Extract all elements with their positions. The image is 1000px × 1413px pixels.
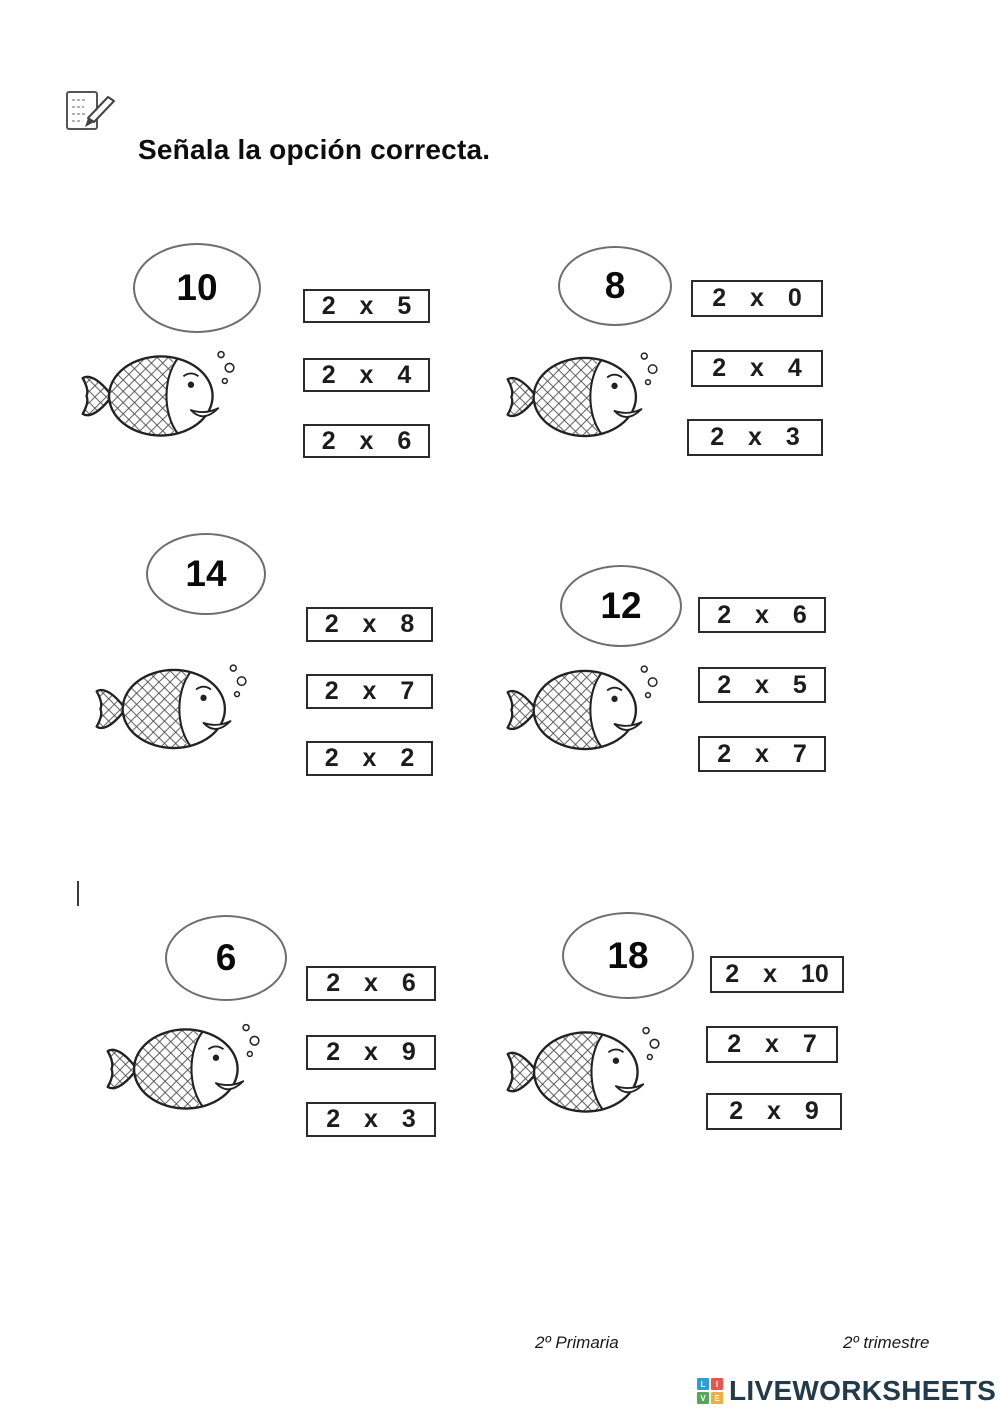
logo-cell: L xyxy=(697,1378,709,1390)
target-number: 10 xyxy=(176,267,218,308)
answer-option[interactable]: 2 x 6 xyxy=(698,597,826,633)
target-number: 6 xyxy=(215,937,237,978)
footer-grade: 2º Primaria xyxy=(535,1333,619,1352)
target-number-bubble: 14 xyxy=(146,533,266,615)
answer-option[interactable]: 2 x 4 xyxy=(303,358,430,392)
answer-option[interactable]: 2 x 6 xyxy=(306,966,436,1001)
fish-icon xyxy=(103,1006,263,1132)
logo-cell: I xyxy=(711,1378,723,1390)
answer-option[interactable]: 2 x 0 xyxy=(691,280,823,317)
text-cursor xyxy=(77,881,79,906)
answer-option[interactable]: 2 x 9 xyxy=(706,1093,842,1130)
logo-cell: V xyxy=(697,1392,709,1404)
page-title: Señala la opción correcta. xyxy=(138,134,491,165)
answer-option[interactable]: 2 x 8 xyxy=(306,607,433,642)
fish-icon xyxy=(503,646,661,774)
fish-icon xyxy=(503,332,661,462)
write-icon xyxy=(66,91,115,130)
fish-icon xyxy=(78,330,238,462)
target-number: 14 xyxy=(185,553,227,594)
target-number: 18 xyxy=(607,934,649,976)
target-number-bubble: 10 xyxy=(133,243,261,333)
answer-option[interactable]: 2 x 9 xyxy=(306,1035,436,1070)
answer-option[interactable]: 2 x 7 xyxy=(698,736,826,772)
answer-option[interactable]: 2 x 5 xyxy=(303,289,430,323)
footer-term: 2º trimestre xyxy=(843,1333,930,1352)
target-number-bubble: 18 xyxy=(562,912,694,999)
fish-icon xyxy=(92,646,250,772)
answer-option[interactable]: 2 x 4 xyxy=(691,350,823,387)
answer-option[interactable]: 2 x 7 xyxy=(306,674,433,709)
answer-option[interactable]: 2 x 7 xyxy=(706,1026,838,1063)
logo-cell: E xyxy=(711,1392,723,1404)
answer-option[interactable]: 2 x 10 xyxy=(710,956,844,993)
target-number: 12 xyxy=(600,585,642,626)
target-number-bubble: 8 xyxy=(558,246,672,326)
answer-option[interactable]: 2 x 3 xyxy=(687,419,823,456)
answer-option[interactable]: 2 x 6 xyxy=(303,424,430,458)
answer-option[interactable]: 2 x 3 xyxy=(306,1102,436,1137)
fish-icon xyxy=(503,1008,663,1136)
target-number-bubble: 12 xyxy=(560,565,682,647)
liveworksheets-logo: L I V E LIVEWORKSHEETS xyxy=(697,1375,996,1407)
target-number: 8 xyxy=(604,265,626,306)
answer-option[interactable]: 2 x 2 xyxy=(306,741,433,776)
answer-option[interactable]: 2 x 5 xyxy=(698,667,826,703)
logo-text: LIVEWORKSHEETS xyxy=(729,1375,997,1406)
target-number-bubble: 6 xyxy=(165,915,287,1001)
liveworksheets-logo-icon: L I V E xyxy=(697,1378,723,1404)
